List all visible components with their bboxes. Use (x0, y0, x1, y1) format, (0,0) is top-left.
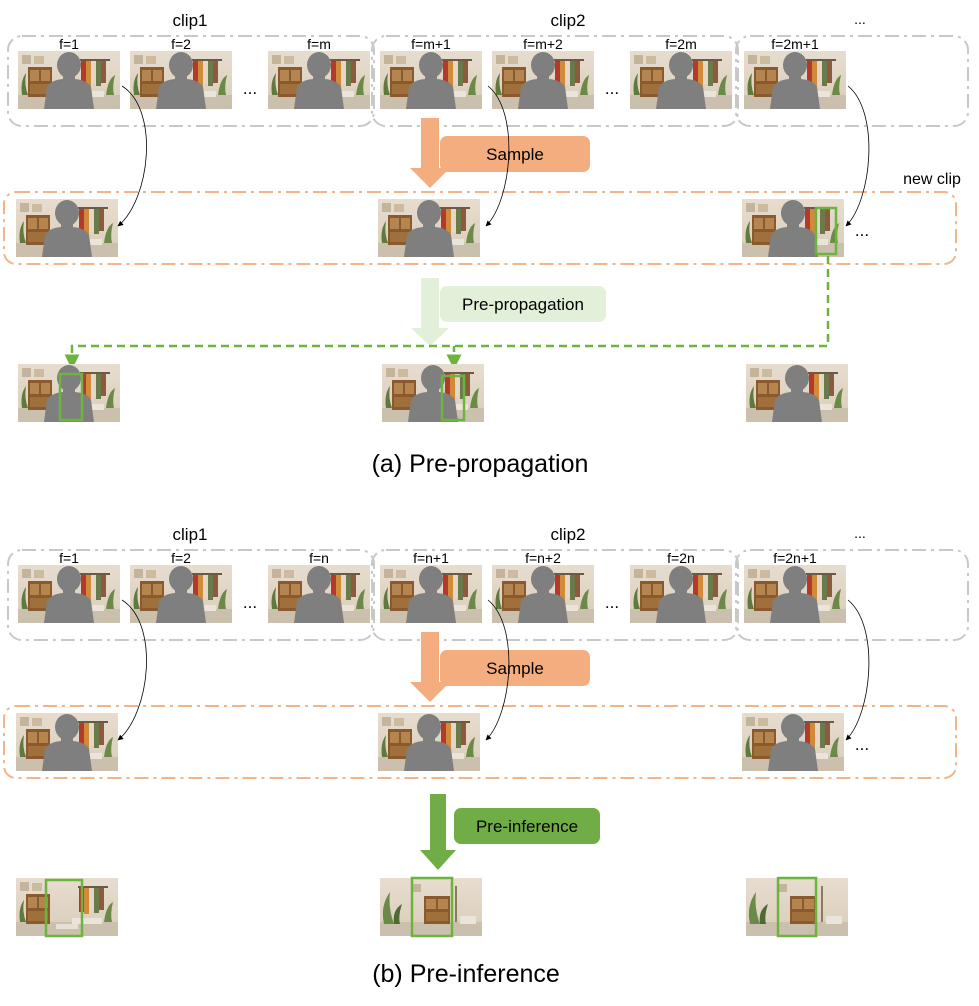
clip-box (735, 35, 969, 127)
clip-box (371, 35, 739, 127)
clip-box (7, 549, 375, 641)
frame-label: f=2 (171, 550, 191, 566)
pre-propagation-pill-box (440, 286, 606, 322)
frame-ellipsis: ... (605, 593, 619, 612)
frame-thumbnail (380, 51, 482, 109)
object-bounding-box (814, 206, 838, 256)
sample-pill-label: Sample (486, 145, 544, 164)
pre-inference-pill-label: Pre-inference (476, 817, 578, 836)
frame-thumbnail (744, 565, 846, 623)
frame-label: f=n+1 (413, 550, 449, 566)
frame-thumbnail (380, 878, 482, 936)
frame-thumbnail (742, 713, 844, 771)
frame-thumbnail (746, 364, 848, 422)
sample-pill-box (440, 650, 590, 686)
propagation-arrow (845, 599, 870, 741)
frame-thumbnail (16, 878, 118, 936)
clip-box (735, 549, 969, 641)
sample-arrow (410, 118, 450, 188)
panel_b: clip1 clip2... f=1 f=2 f=n f=n+1 f=n+2 f=2n f=2n… (3, 525, 969, 988)
frame-thumbnail (16, 713, 118, 771)
frame-thumbnail (630, 51, 732, 109)
pre-inference-arrow (420, 794, 456, 870)
clip1-label: clip1 (173, 11, 208, 30)
frame-thumbnail (378, 713, 480, 771)
pre-propagation-pill: Pre-propagation (440, 286, 606, 322)
pre-inference-pill-box (454, 808, 600, 844)
frame-ellipsis: ... (243, 79, 257, 98)
new-clip-box (3, 705, 957, 779)
sampled-ellipsis: ... (855, 221, 869, 240)
frame-ellipsis: ... (243, 593, 257, 612)
propagation-arrow (845, 85, 870, 227)
propagation-arrow (117, 85, 147, 227)
frame-label: f=1 (59, 36, 79, 52)
frame-image (16, 878, 118, 936)
frame-label: f=1 (59, 550, 79, 566)
pre-inference-pill: Pre-inference (454, 808, 600, 844)
frame-ellipsis: ... (605, 79, 619, 98)
frame-label: f=m+2 (523, 36, 563, 52)
frame-thumbnail (130, 51, 232, 109)
clip-box (7, 35, 375, 127)
frame-thumbnail (744, 51, 846, 109)
propagation-path (64, 256, 830, 370)
frame-thumbnail (492, 565, 594, 623)
frame-label: f=n+2 (525, 550, 561, 566)
object-bounding-box (44, 878, 84, 938)
frame-thumbnail (18, 565, 120, 623)
frame-thumbnail (268, 565, 370, 623)
frame-label: f=n (309, 550, 329, 566)
frame-thumbnail (130, 565, 232, 623)
frame-label: f=m (307, 36, 331, 52)
clip2-label: clip2 (551, 11, 586, 30)
sample-pill-box (440, 136, 590, 172)
sampled-ellipsis: ... (855, 735, 869, 754)
object-bounding-box (58, 372, 84, 422)
frame-thumbnail (382, 364, 484, 422)
new-clip-label: new clip (903, 171, 961, 188)
frame-label: f=2n (667, 550, 695, 566)
frame-thumbnail (380, 565, 482, 623)
sample-arrow (410, 632, 450, 702)
clip1-label: clip1 (173, 525, 208, 544)
sample-pill-label: Sample (486, 659, 544, 678)
frame-image (380, 878, 482, 936)
frame-label: f=m+1 (411, 36, 451, 52)
frame-thumbnail (492, 51, 594, 109)
new-clip-box (3, 191, 957, 265)
frame-thumbnail (16, 199, 118, 257)
sample-pill: Sample (440, 650, 590, 686)
pre-propagation-arrow (411, 278, 449, 346)
frame-label: f=2n+1 (773, 550, 817, 566)
frame-label: f=2 (171, 36, 191, 52)
more-clips-label: ... (854, 525, 866, 541)
clip2-label: clip2 (551, 525, 586, 544)
caption-b: (b) Pre-inference (372, 960, 560, 988)
clip-box (371, 549, 739, 641)
sample-pill: Sample (440, 136, 590, 172)
panel_a: clip1 clip2... f=1 f=2 f=m f=m+1 f=m+2 f=2m f=2m… (3, 11, 969, 478)
propagation-arrow (485, 599, 510, 741)
propagation-arrow (117, 599, 147, 741)
object-bounding-box (440, 374, 466, 422)
frame-thumbnail (378, 199, 480, 257)
object-bounding-box (776, 876, 818, 938)
object-bounding-box (410, 876, 454, 938)
frame-thumbnail (630, 565, 732, 623)
frame-thumbnail (268, 51, 370, 109)
frame-label: f=2m+1 (771, 36, 819, 52)
more-clips-label: ... (854, 11, 866, 27)
caption-a: (a) Pre-propagation (372, 450, 589, 478)
frame-thumbnail (18, 364, 120, 422)
pre-propagation-pill-label: Pre-propagation (462, 295, 584, 314)
propagation-arrow (485, 85, 510, 227)
frame-image (746, 878, 848, 936)
frame-thumbnail (746, 878, 848, 936)
frame-thumbnail (18, 51, 120, 109)
frame-label: f=2m (665, 36, 697, 52)
